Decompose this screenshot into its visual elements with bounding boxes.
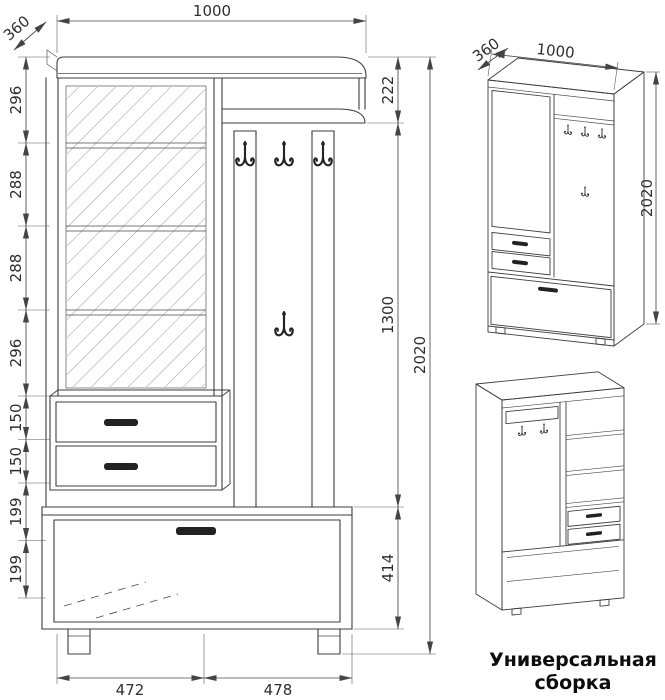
- dim-right-chain: 222 1300 414: [354, 56, 436, 630]
- iso-drawer: [491, 250, 551, 276]
- iso-rear-view: [475, 371, 625, 616]
- dim-label-right-0: 222: [379, 76, 397, 105]
- iso-hook: [598, 127, 606, 139]
- carcass-sides: [45, 77, 366, 508]
- foot: [67, 628, 91, 655]
- top-shelf: [221, 108, 366, 124]
- iso-hook: [540, 423, 548, 434]
- dim-label-left-7: 199: [7, 555, 25, 584]
- mirror-hatch: [67, 87, 205, 387]
- dim-label-top-width: 1000: [193, 2, 231, 20]
- drawer-unit: [49, 389, 231, 491]
- coat-hook: [313, 140, 333, 167]
- coat-hook: [274, 310, 294, 337]
- iso-dim-width: 1000: [536, 40, 576, 62]
- dim-left-chain: 296 288 288 296 150 150 199 199: [7, 56, 50, 599]
- mirror-shelf-lines: [66, 142, 206, 316]
- mirror-door: [65, 85, 207, 389]
- iso-front-face: [487, 79, 615, 347]
- drawer-handle: [104, 419, 138, 426]
- base-cabinet: [41, 506, 353, 630]
- iso2-front-face: [501, 387, 625, 616]
- caption-line-1: Универсальная: [489, 649, 657, 671]
- dim-label-overall-height: 2020: [411, 336, 429, 374]
- dim-overall-height: 2020: [342, 56, 436, 655]
- foot: [317, 628, 341, 655]
- front-elevation-view: 1000 360 296 288 288 2: [0, 2, 436, 699]
- iso2-hook-rail: [505, 405, 559, 425]
- drawer-front: [55, 445, 217, 487]
- hook-panel: [233, 130, 335, 508]
- drawer-handle: [104, 463, 138, 470]
- dim-label-right-2: 414: [379, 554, 397, 583]
- coat-hook: [274, 140, 294, 167]
- drawer-front: [55, 401, 217, 443]
- iso2-top-face: [475, 371, 625, 401]
- dim-label-left-4: 150: [7, 403, 25, 432]
- iso-hook: [518, 425, 526, 437]
- assembly-caption: Универсальная сборка: [489, 649, 657, 694]
- iso-drawer: [491, 231, 551, 257]
- iso2-drawer: [567, 523, 621, 545]
- cornice-board: [46, 49, 367, 79]
- dim-top-width: 1000: [56, 2, 367, 53]
- cabinet-door: [53, 519, 341, 623]
- iso-dim-depth: 360: [469, 34, 503, 65]
- door-handle: [176, 527, 216, 535]
- dim-label-left-6: 199: [7, 497, 25, 526]
- iso2-side-face: [475, 383, 503, 611]
- iso-assembled-view: 1000 360 2020: [469, 34, 660, 347]
- iso2-drawer: [567, 505, 621, 527]
- dim-label-left-1: 288: [7, 170, 25, 199]
- iso-mirror: [491, 89, 551, 234]
- dim-label-depth: 360: [0, 12, 33, 44]
- dim-top-depth: 360: [0, 12, 47, 51]
- dim-label-left-5: 150: [7, 447, 25, 476]
- iso-hook: [581, 185, 589, 197]
- caption-line-2: сборка: [535, 672, 612, 694]
- dim-bottom-chain: 472 478: [56, 634, 353, 699]
- dim-label-left-3: 296: [7, 339, 25, 368]
- dim-label-right-1: 1300: [379, 296, 397, 334]
- dim-label-bottom-1: 478: [264, 681, 293, 699]
- iso-cabinet-door: [490, 275, 612, 339]
- dim-label-left-0: 296: [7, 86, 25, 115]
- feet: [67, 628, 341, 655]
- coat-hook: [235, 140, 255, 167]
- iso-hook: [581, 125, 589, 137]
- dim-label-bottom-0: 472: [116, 681, 145, 699]
- iso-hook: [564, 124, 572, 136]
- iso-dim-height: 2020: [638, 179, 656, 217]
- dim-label-left-2: 288: [7, 254, 25, 283]
